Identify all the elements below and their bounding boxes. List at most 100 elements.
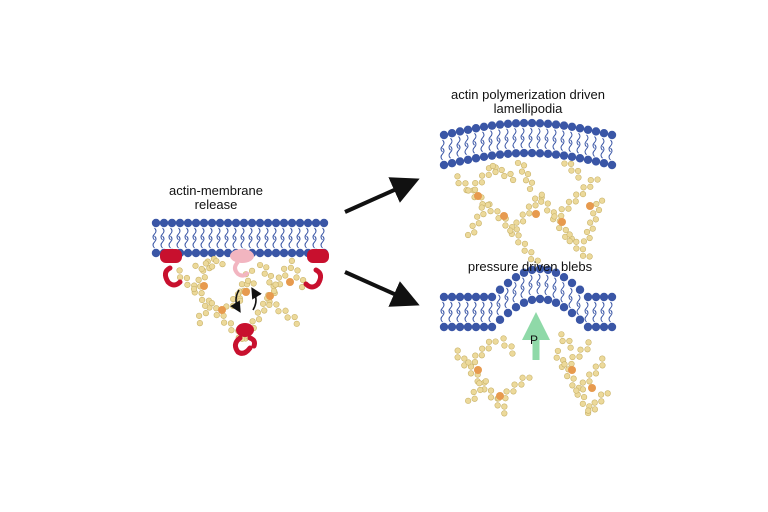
lipid-head	[543, 265, 553, 275]
actin-bead	[202, 310, 209, 317]
lipid-head	[239, 218, 249, 228]
lipid-head	[479, 122, 489, 132]
lipid-head	[455, 322, 465, 332]
arp-node	[266, 292, 274, 300]
lipid-head	[191, 218, 201, 228]
lipid-head	[567, 152, 577, 162]
actin-bead	[300, 276, 307, 284]
linker-faded	[230, 249, 254, 263]
lipid-head	[279, 248, 289, 258]
lipid-tail	[184, 235, 189, 249]
actin-bead	[275, 308, 282, 315]
lipid-head	[567, 308, 577, 318]
actin-bead	[568, 167, 575, 174]
lipid-head	[503, 278, 513, 288]
actin-bead	[562, 226, 569, 234]
lipid-head	[607, 292, 617, 302]
arp-node	[218, 306, 226, 314]
actin-bead	[568, 360, 575, 368]
lipid-tail	[520, 135, 525, 149]
lipid-tail	[256, 227, 261, 241]
lipid-tail	[496, 137, 501, 150]
actin-bead	[594, 176, 601, 183]
lipid-tail	[448, 137, 453, 151]
actin-bead	[586, 234, 593, 242]
lipid-tail	[440, 147, 445, 161]
actin-bead	[558, 212, 565, 220]
actin-bead	[598, 197, 606, 204]
lipid-head	[575, 154, 585, 163]
actin-bead	[580, 393, 588, 401]
actin-bead	[551, 213, 558, 220]
lipid-head	[447, 129, 457, 138]
lipid-tail	[464, 301, 469, 315]
actin-bead	[478, 172, 486, 179]
lipid-tail	[608, 309, 613, 323]
actin-bead	[569, 353, 576, 361]
actin-bead	[482, 378, 489, 385]
actin-bead	[559, 337, 566, 345]
actin-bead	[584, 346, 591, 353]
actin-bead	[208, 263, 216, 270]
lipid-tail	[552, 137, 557, 150]
lipid-tail	[600, 309, 605, 323]
lipid-head	[511, 149, 521, 158]
actin-bead	[478, 352, 485, 359]
lipid-tail	[488, 309, 493, 323]
actin-bead	[558, 206, 565, 213]
lipid-head	[487, 121, 497, 130]
actin-bead	[515, 239, 522, 246]
lipid-tail	[208, 235, 213, 249]
lipid-head	[559, 303, 569, 312]
lipid-tail	[168, 227, 173, 241]
lipid-tail	[512, 289, 517, 303]
actin-bead	[485, 171, 492, 179]
actin-bead	[532, 195, 539, 202]
lipid-head	[527, 265, 537, 275]
lipid-tail	[192, 227, 197, 241]
actin-bead	[266, 279, 273, 286]
lipid-head	[191, 248, 201, 258]
actin-bead	[565, 198, 573, 205]
lipid-tail	[440, 139, 445, 153]
linker-hook-right	[303, 267, 324, 290]
actin-bead	[183, 274, 191, 282]
lipid-head	[255, 248, 265, 258]
lipid-tail	[472, 301, 477, 315]
lipid-head	[151, 218, 161, 228]
lipid-tail	[224, 227, 229, 241]
lipid-tail	[472, 309, 477, 323]
actin-bead	[267, 272, 275, 280]
lipid-head	[183, 248, 193, 258]
lipid-tail	[560, 138, 565, 151]
lipid-head	[551, 150, 561, 159]
lipid-head	[199, 218, 209, 228]
lipid-tail	[232, 227, 237, 241]
lipid-head	[527, 295, 537, 305]
actin-network-release	[176, 255, 307, 342]
lipid-head	[471, 124, 481, 133]
lipid-head	[479, 152, 489, 162]
actin-bead	[511, 381, 518, 388]
actin-bead	[273, 301, 280, 308]
lipid-tail	[584, 301, 589, 315]
membrane-lamellipodia	[439, 118, 617, 170]
actin-bead	[465, 187, 472, 194]
lipid-head	[535, 294, 545, 304]
actin-bead	[472, 179, 479, 187]
actin-bead	[579, 246, 587, 253]
lipid-head	[607, 130, 617, 140]
lipid-tail	[184, 227, 189, 241]
lipid-tail	[528, 274, 533, 288]
actin-bead	[599, 355, 606, 362]
actin-network-bleb	[454, 331, 611, 417]
actin-bead	[454, 347, 461, 354]
actin-bead	[525, 203, 533, 210]
lipid-tail	[552, 285, 557, 299]
actin-bead	[573, 245, 580, 252]
lipid-head	[447, 292, 457, 302]
actin-bead	[585, 339, 592, 346]
actin-bead	[592, 370, 600, 377]
actin-bead	[190, 285, 198, 293]
actin-bead	[471, 395, 478, 402]
